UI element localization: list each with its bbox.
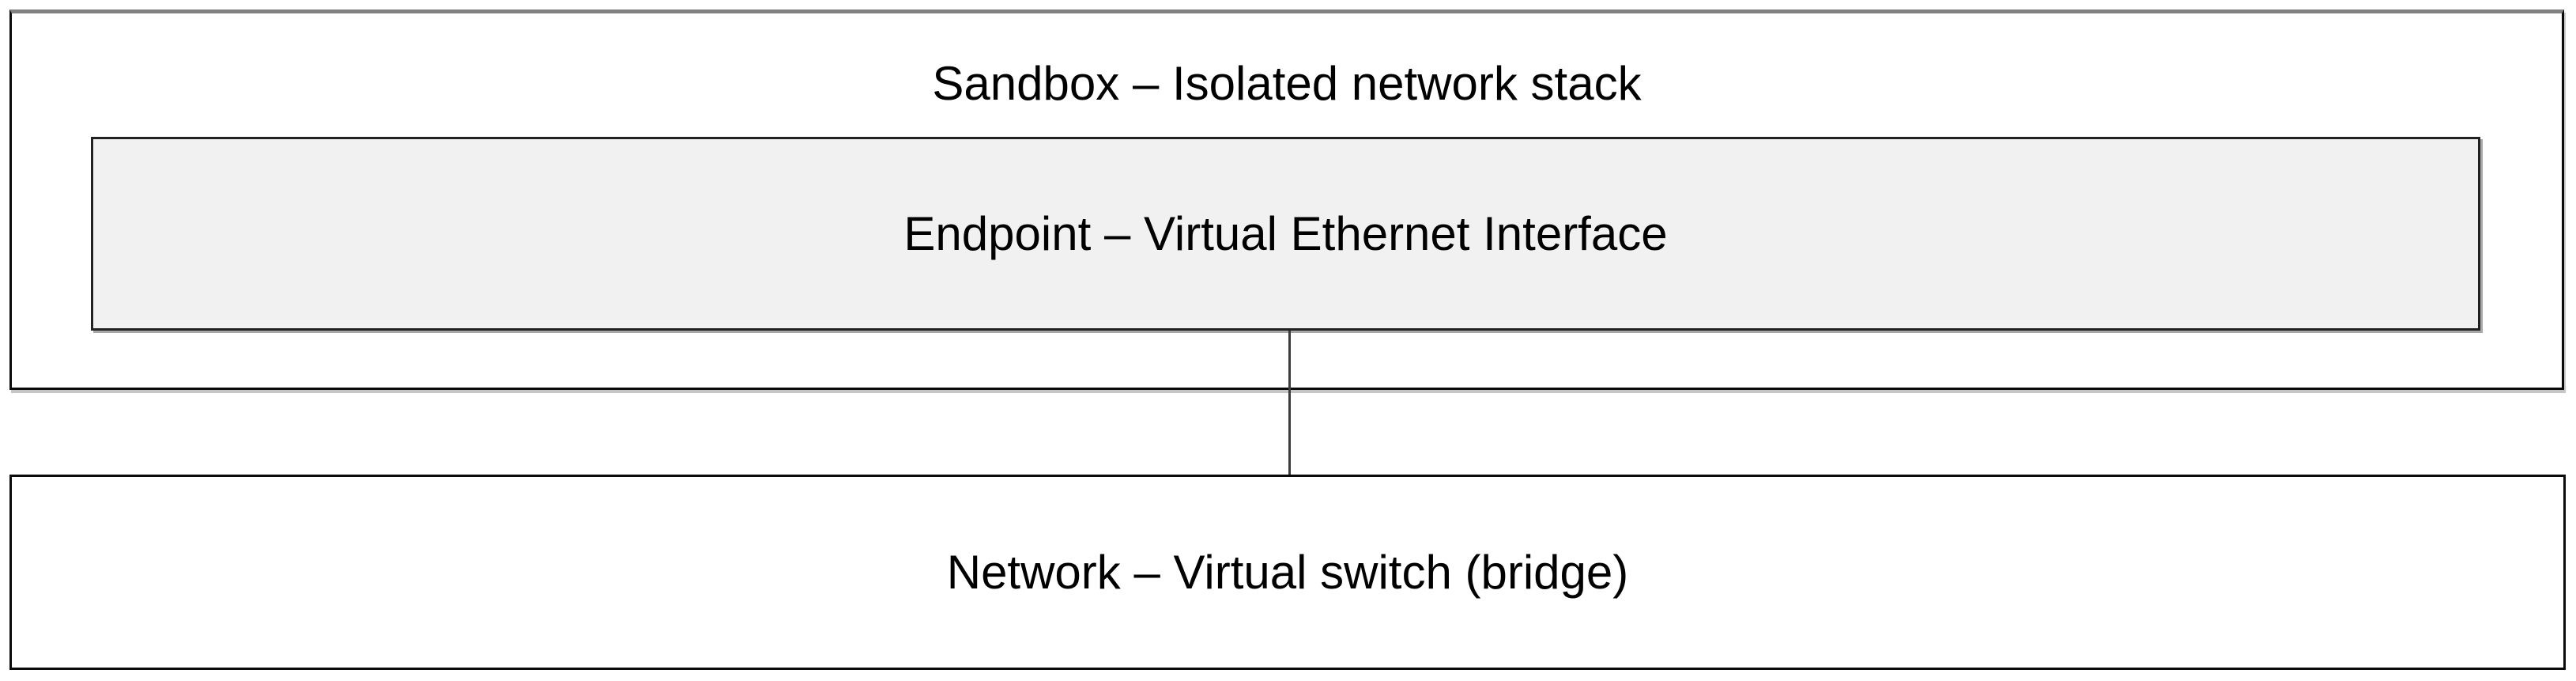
network-box: Network – Virtual switch (bridge) [9,475,2566,670]
endpoint-label: Endpoint – Virtual Ethernet Interface [903,206,1668,260]
sandbox-box: Sandbox – Isolated network stack Endpoin… [9,9,2564,390]
sandbox-label: Sandbox – Isolated network stack [932,57,1642,110]
endpoint-network-connector-line [1288,331,1291,475]
endpoint-box: Endpoint – Virtual Ethernet Interface [91,137,2480,331]
network-label: Network – Virtual switch (bridge) [946,545,1629,599]
